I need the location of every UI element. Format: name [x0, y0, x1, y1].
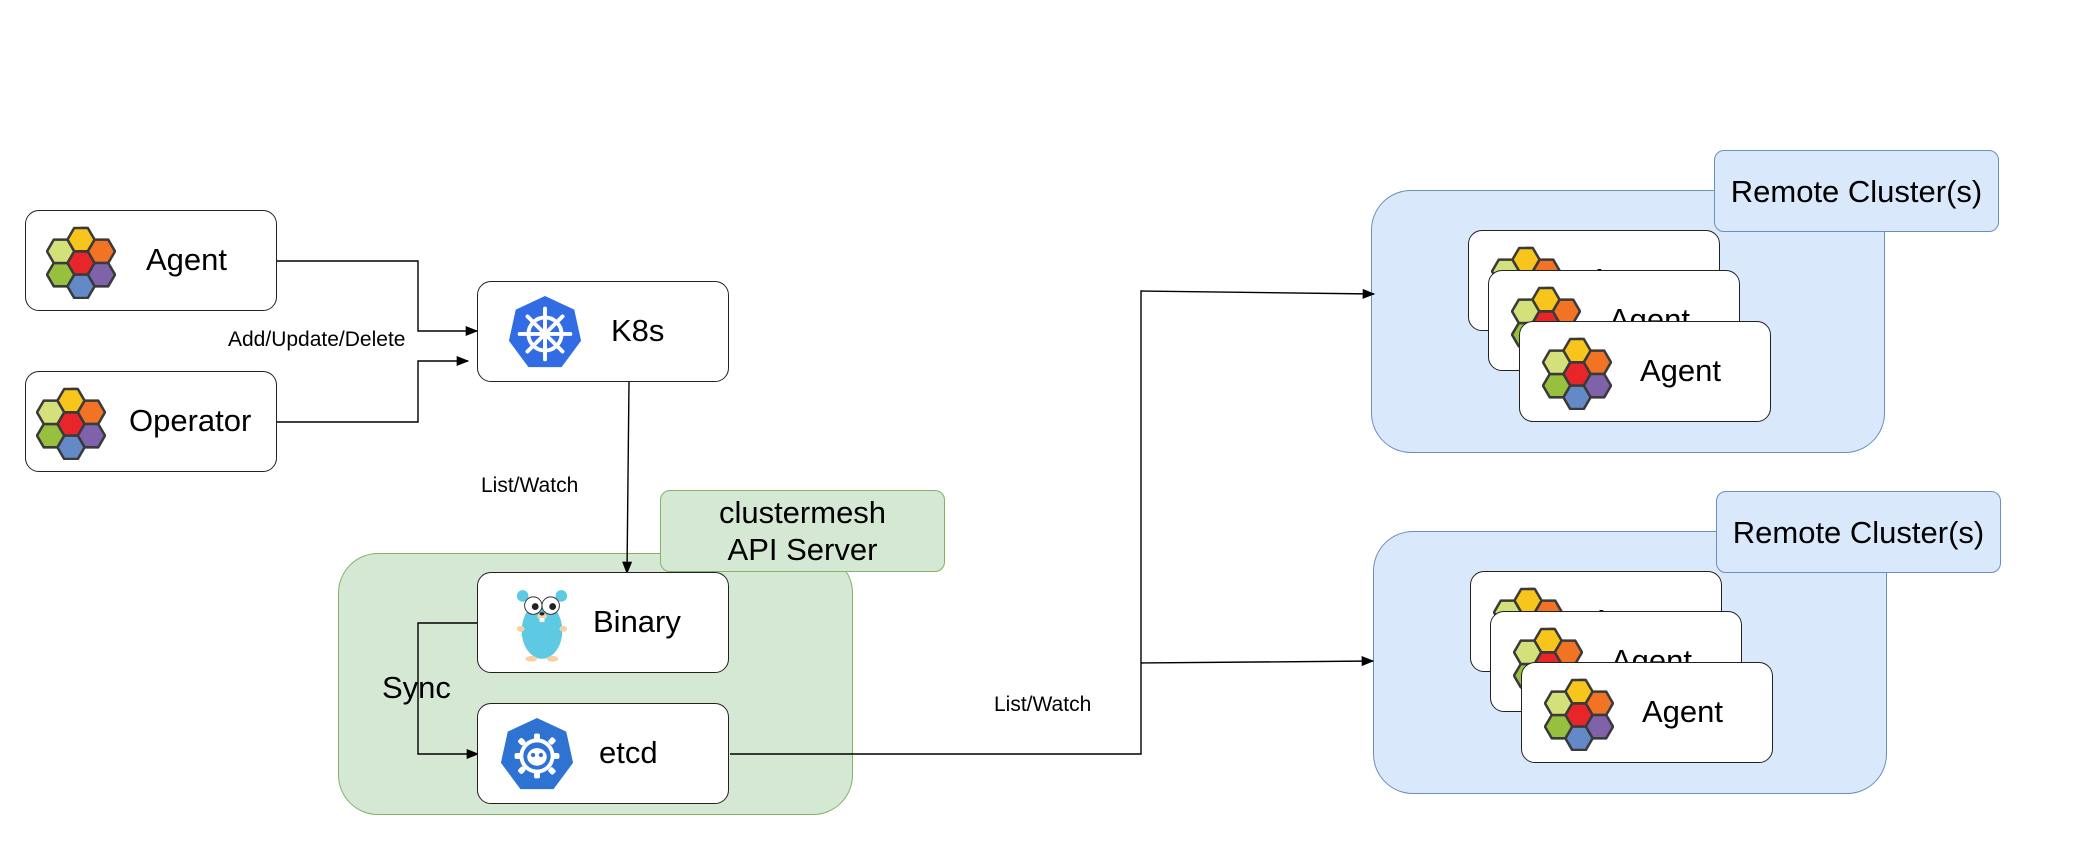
- etcd-label: etcd: [599, 735, 658, 770]
- cilium-hexagon-icon: [1542, 336, 1612, 410]
- clustermesh-line1: clustermesh: [718, 495, 887, 530]
- etcd-node: etcd: [477, 703, 729, 804]
- cilium-hexagon-icon: [36, 386, 106, 460]
- edge-etcd-to-remote-2: [1140, 656, 1375, 667]
- clustermesh-api-server-label: clustermesh API Server: [660, 490, 945, 572]
- agent-node: Agent: [25, 210, 277, 311]
- agent-label: Agent: [146, 242, 228, 277]
- remote-agent-front-label-1: Agent: [1640, 353, 1722, 388]
- edge-k8s-to-binary: [622, 381, 633, 575]
- k8s-label: K8s: [611, 313, 665, 348]
- remote-cluster-label-text-2: Remote Cluster(s): [1732, 514, 1985, 550]
- binary-label: Binary: [593, 604, 681, 639]
- edge-label-add-update-delete: Add/Update/Delete: [228, 328, 406, 351]
- cilium-hexagon-icon: [46, 225, 116, 299]
- edge-label-list-watch-remote: List/Watch: [994, 693, 1092, 716]
- kubernetes-wheel-icon: [506, 294, 584, 372]
- binary-node: Binary: [477, 572, 729, 673]
- remote-agent-front-2: Agent: [1521, 662, 1773, 763]
- remote-agent-front-label-2: Agent: [1642, 694, 1724, 729]
- edge-agent-to-k8s: [277, 260, 479, 337]
- remote-agent-front-1: Agent: [1519, 321, 1771, 422]
- k8s-node: K8s: [477, 281, 729, 382]
- operator-node: Operator: [25, 371, 277, 472]
- remote-cluster-label-text-1: Remote Cluster(s): [1730, 173, 1983, 209]
- operator-label: Operator: [129, 403, 252, 438]
- go-gopher-icon: [513, 581, 571, 665]
- edge-label-list-watch-k8s: List/Watch: [481, 474, 579, 497]
- edge-binary-sync-etcd: [417, 622, 480, 760]
- remote-cluster-label-2: Remote Cluster(s): [1716, 491, 2001, 573]
- sync-label: Sync: [382, 670, 451, 705]
- edge-etcd-to-remote: [730, 288, 1376, 755]
- etcd-icon: [498, 716, 576, 794]
- edge-operator-to-k8s: [277, 355, 470, 423]
- clustermesh-line2: API Server: [727, 532, 878, 567]
- remote-cluster-label-1: Remote Cluster(s): [1714, 150, 1999, 232]
- cilium-hexagon-icon: [1544, 677, 1614, 751]
